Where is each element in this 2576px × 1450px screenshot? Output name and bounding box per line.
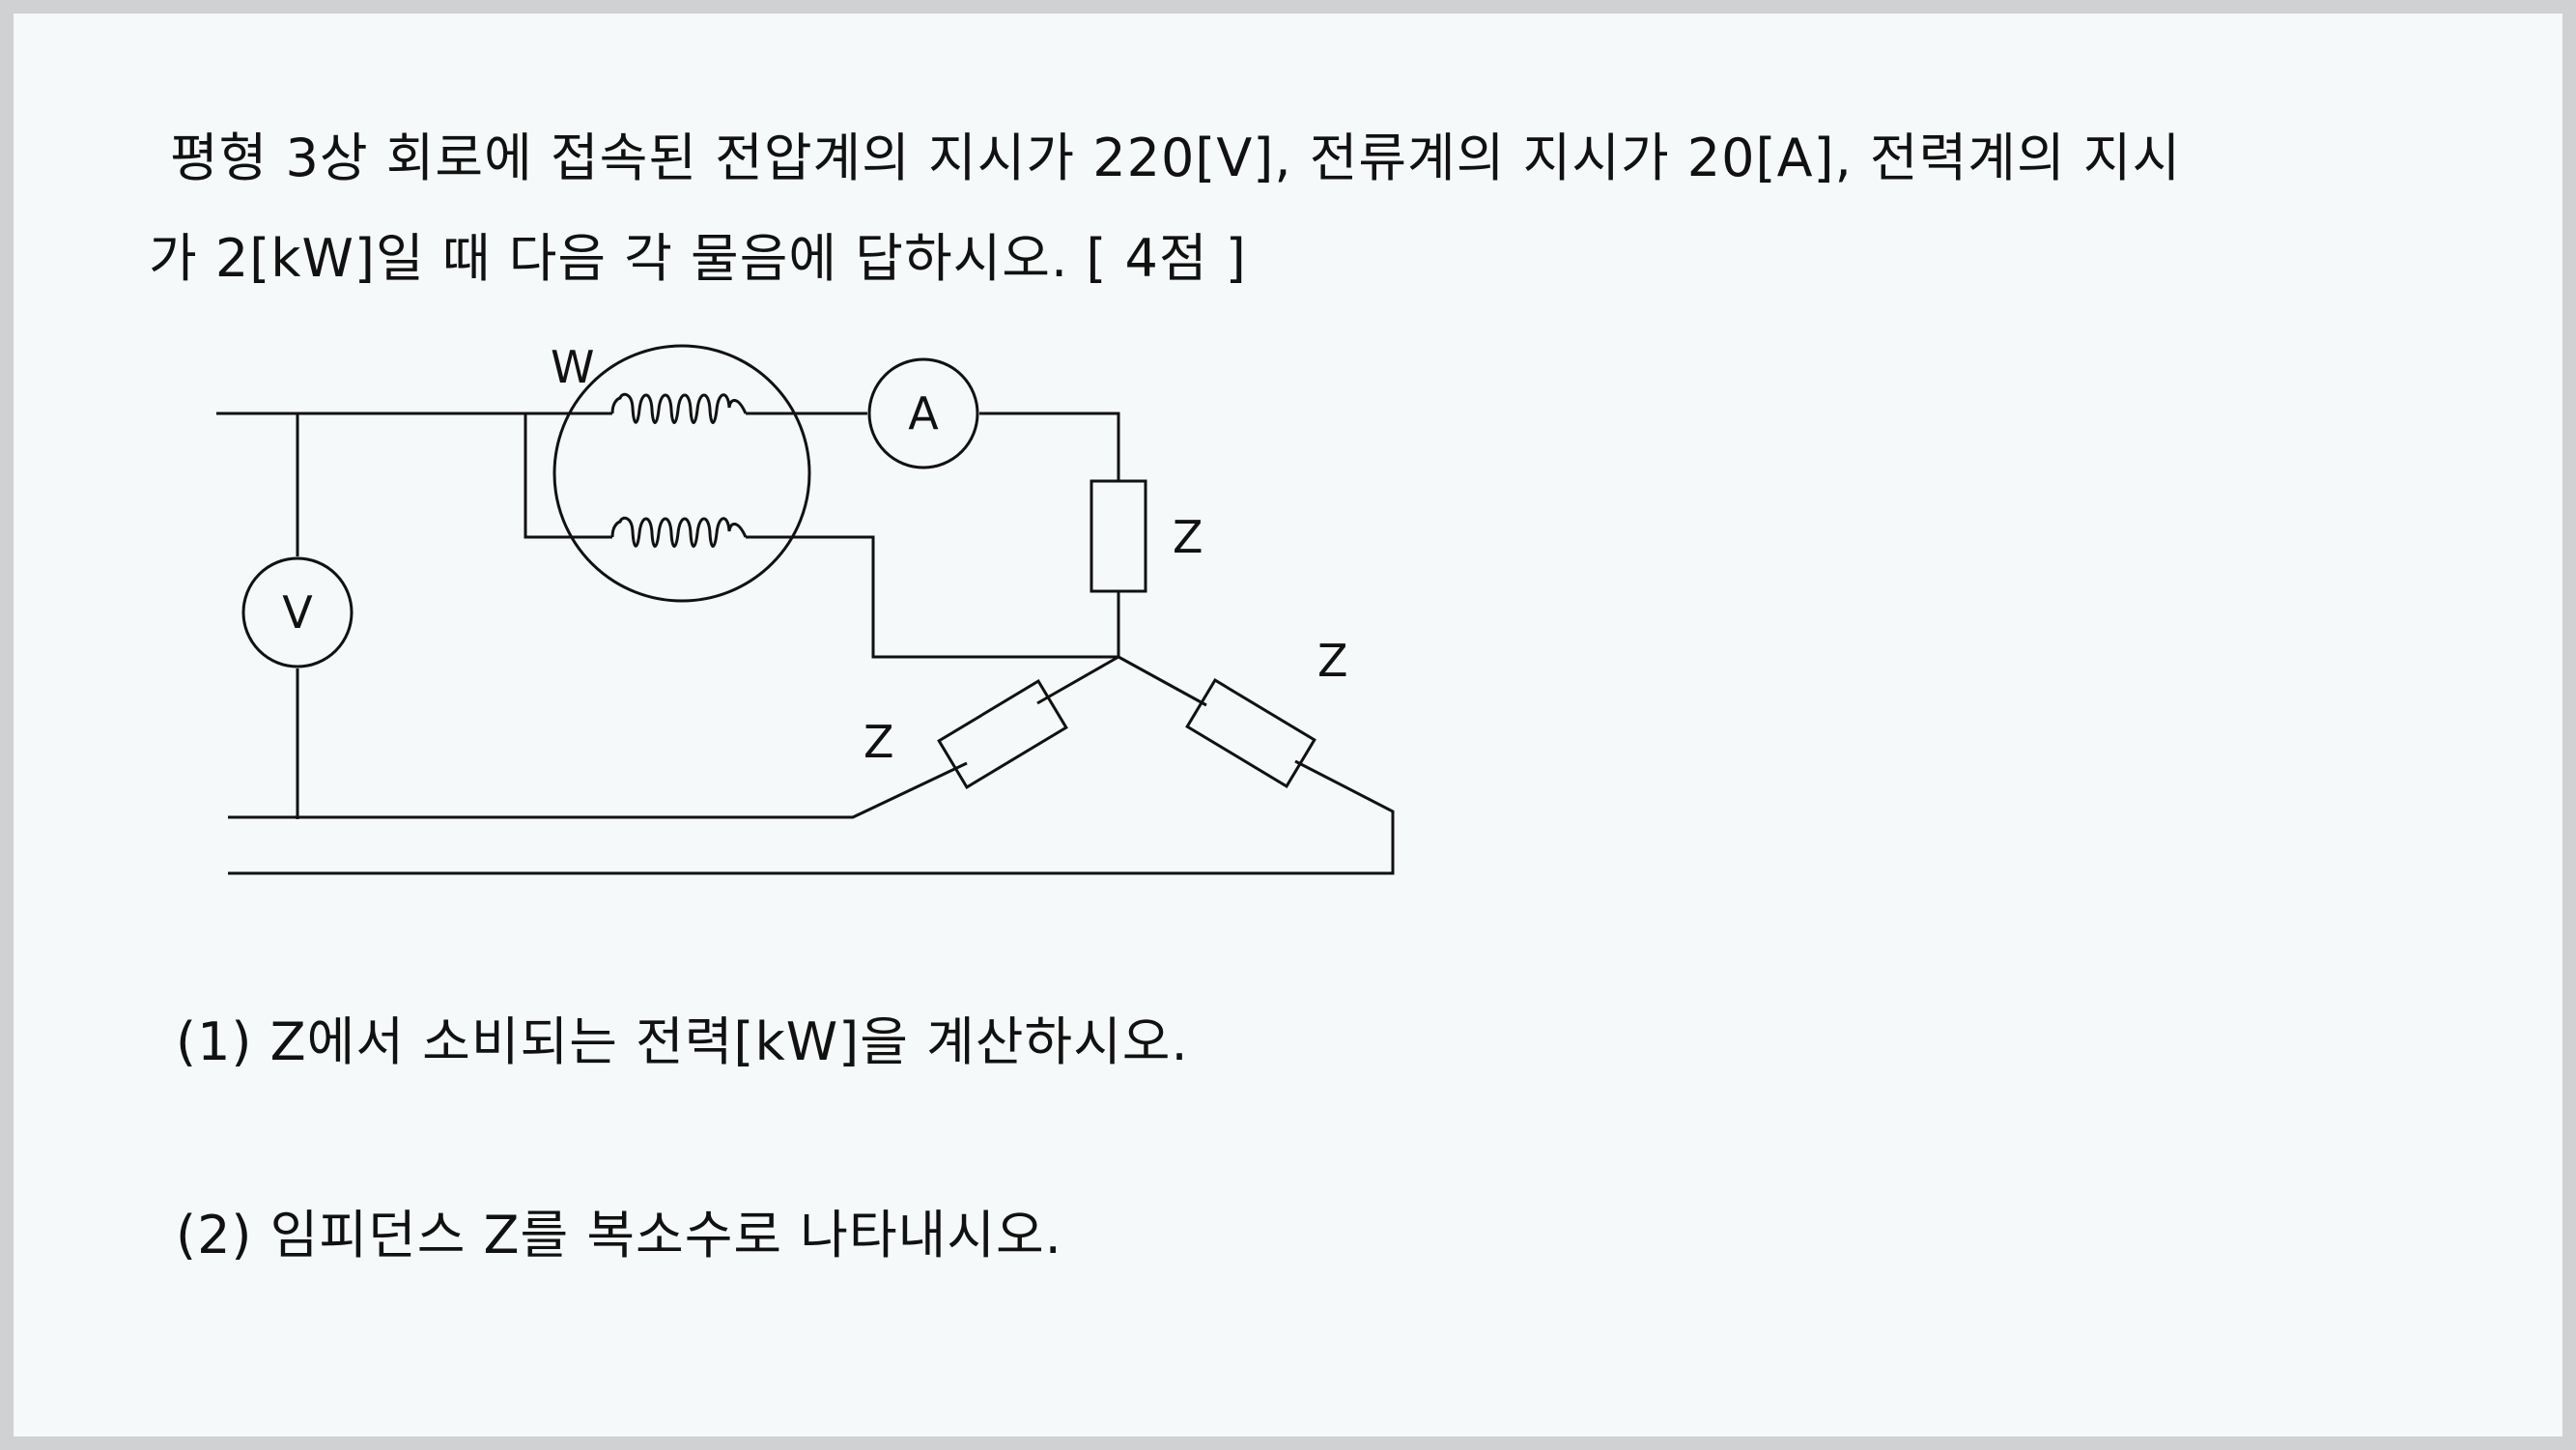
wattmeter: W xyxy=(551,341,811,603)
impedance-right-box xyxy=(1185,678,1316,788)
impedance-left-box xyxy=(937,679,1068,789)
wire-wattmeter-voltage-right xyxy=(746,535,1118,659)
ammeter-circle xyxy=(867,357,979,469)
impedance-top: Z xyxy=(1090,479,1203,593)
wire-left-load-to-line2 xyxy=(228,761,968,819)
wire-wattmeter-voltage-left xyxy=(524,413,612,539)
ammeter: A xyxy=(867,357,979,469)
wire-neutral-to-right-load xyxy=(1118,655,1207,707)
impedance-right-label: Z xyxy=(1317,635,1348,687)
problem-line-2: 가 2[kW]일 때 다음 각 물음에 답하시오. [ 4점 ] xyxy=(149,228,1247,289)
circuit-diagram: W A V Z Z Z xyxy=(216,341,1395,875)
ammeter-label: A xyxy=(908,387,939,440)
wattmeter-circle xyxy=(552,344,811,603)
question-1: (1) Z에서 소비되는 전력[kW]을 계산하시오. xyxy=(176,1011,1189,1072)
voltmeter-circle xyxy=(241,556,354,668)
problem-line-1: 평형 3상 회로에 접속된 전압계의 지시가 220[V], 전류계의 지시가 … xyxy=(170,128,2182,188)
circuit-wires xyxy=(216,412,1395,875)
impedance-right: Z xyxy=(1185,635,1348,788)
page: 평형 3상 회로에 접속된 전압계의 지시가 220[V], 전류계의 지시가 … xyxy=(14,14,2562,1436)
impedance-left-label: Z xyxy=(863,716,894,768)
wire-ammeter-to-load xyxy=(979,412,1120,481)
wire-neutral-to-left-load xyxy=(1036,655,1119,705)
question-2: (2) 임피던스 Z를 복소수로 나타내시오. xyxy=(176,1205,1062,1265)
voltmeter: V xyxy=(241,556,354,668)
wire-right-load-to-line3 xyxy=(228,759,1395,875)
impedance-top-label: Z xyxy=(1173,511,1203,563)
wattmeter-label: W xyxy=(551,341,594,393)
impedance-top-box xyxy=(1090,479,1147,593)
wattmeter-voltage-coil xyxy=(610,516,748,548)
impedance-left: Z xyxy=(863,679,1068,789)
wattmeter-current-coil xyxy=(610,392,748,424)
voltmeter-label: V xyxy=(282,586,313,639)
problem-statement: 평형 3상 회로에 접속된 전압계의 지시가 220[V], 전류계의 지시가 … xyxy=(149,108,2370,309)
